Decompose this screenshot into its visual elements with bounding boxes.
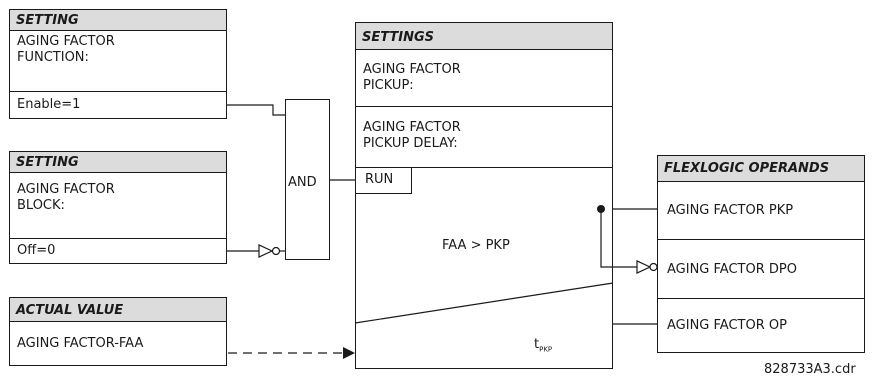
run-input: RUN — [355, 167, 412, 194]
setting-block-name: AGING FACTOR BLOCK: — [9, 172, 227, 239]
operand-pkp: AGING FACTOR PKP — [657, 181, 865, 240]
operand-op: AGING FACTOR OP — [657, 298, 865, 353]
timer-label: tPKP — [534, 337, 552, 358]
setting-block-value: Off=0 — [9, 238, 227, 264]
wire-enable-to-and — [227, 104, 285, 116]
junction-dot — [597, 205, 605, 213]
dpo-inverter-triangle — [636, 260, 652, 274]
actual-value-name: AGING FACTOR-FAA — [9, 321, 227, 366]
block-inverter-triangle — [258, 244, 274, 258]
settings-pickup-delay-line2: PICKUP DELAY: — [363, 136, 458, 151]
drawing-id: 828733A3.cdr — [764, 362, 856, 377]
setting-block-name-line1: AGING FACTOR — [17, 182, 115, 197]
timer-symbol: t — [534, 337, 540, 352]
setting-block-header: SETTING — [9, 151, 227, 173]
and-gate-label: AND — [288, 175, 317, 190]
settings-pickup-delay-line1: AGING FACTOR — [363, 120, 461, 135]
wire-to-dpo — [600, 209, 637, 268]
and-gate — [285, 99, 330, 260]
setting-function-value: Enable=1 — [9, 91, 227, 119]
settings-header: SETTINGS — [355, 22, 613, 50]
setting-block-name-line2: BLOCK: — [17, 198, 65, 213]
dpo-inverter-bubble — [649, 262, 658, 272]
actual-value-header: ACTUAL VALUE — [9, 297, 227, 322]
pickup-ramp-line — [354, 282, 614, 324]
setting-function-name-line2: FUNCTION: — [17, 50, 89, 65]
settings-pickup-line1: AGING FACTOR — [363, 62, 461, 77]
comparison-label: FAA > PKP — [442, 238, 510, 253]
flexlogic-header: FLEXLOGIC OPERANDS — [657, 155, 865, 182]
setting-function-name-line1: AGING FACTOR — [17, 34, 115, 49]
comparator-timer-block — [355, 167, 613, 369]
setting-function-name: AGING FACTOR FUNCTION: — [9, 30, 227, 92]
block-inverter-bubble — [271, 246, 281, 256]
settings-pickup-delay: AGING FACTOR PICKUP DELAY: — [355, 106, 613, 168]
timer-subscript: PKP — [539, 345, 553, 354]
settings-pickup-line2: PICKUP: — [363, 78, 414, 93]
actual-value-arrowhead — [343, 347, 355, 359]
settings-pickup: AGING FACTOR PICKUP: — [355, 49, 613, 107]
